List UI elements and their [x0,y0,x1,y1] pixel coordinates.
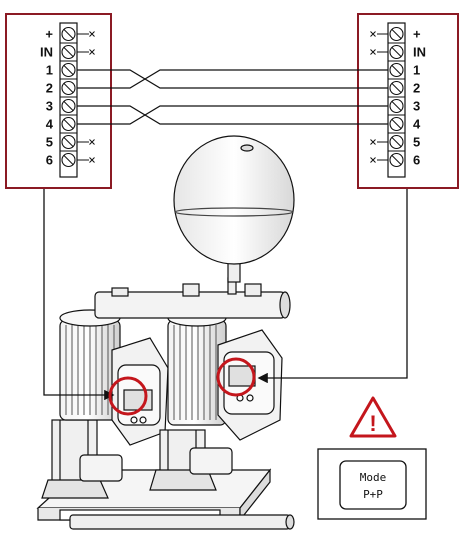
warning-triangle-icon [349,396,397,438]
screw-slot [391,83,402,93]
right-terminal-label: 1 [413,63,420,78]
screw-slot [63,47,74,57]
left-connection-line [43,188,115,401]
pump-right [149,309,283,491]
left-terminal-label: 2 [46,81,53,96]
screw-slot [63,119,74,129]
left-terminal-label: 6 [46,153,53,168]
left-terminal-label: IN [40,45,53,60]
left-terminal-4: 2 [46,81,77,98]
unused-mark-icon [89,49,95,55]
left-terminal-panel: + IN 1 2 3 4 5 6 [5,13,112,189]
right-terminal-label: 2 [413,81,420,96]
screw-slot [63,101,74,111]
display-mode-label: Mode [360,471,387,484]
right-controller-highlight [216,357,256,397]
left-terminal-label: 3 [46,99,53,114]
left-terminal-3: 1 [46,63,77,80]
display-mode-value: P+P [363,488,383,501]
left-terminal-label: 4 [46,117,54,132]
screw-slot [391,29,402,39]
left-terminal-1: + [45,27,95,44]
pump-system-illustration [36,135,295,530]
right-terminal-7: 5 [370,135,420,152]
unused-mark-icon [89,31,95,37]
left-panel-frame [5,13,112,189]
screw-slot [391,47,402,57]
left-terminal-5: 3 [46,99,77,116]
wire-4-to-3 [77,105,388,125]
display-screen [339,460,407,510]
mode-display-panel: Mode P+P [317,448,427,520]
unused-mark-icon [370,139,376,145]
wire-2-to-1 [77,69,388,89]
screw-slot [391,65,402,75]
right-terminal-label: 5 [413,135,420,150]
left-controller-highlight [108,376,148,416]
right-terminal-label: 6 [413,153,420,168]
left-terminal-7: 5 [46,135,95,152]
wire-1-to-2 [77,69,388,89]
right-connection-line [257,188,408,384]
unused-mark-icon [370,49,376,55]
right-terminal-1: + [370,27,421,44]
left-terminal-2: IN [40,45,95,62]
right-terminal-label: 4 [413,117,421,132]
right-terminal-4: 2 [388,81,420,98]
screw-slot [63,155,74,165]
right-terminal-6: 4 [388,117,421,134]
unused-mark-icon [89,139,95,145]
right-terminal-panel: + IN 1 2 3 4 5 6 [357,13,459,189]
left-terminal-6: 4 [46,117,77,134]
expansion-tank [173,135,295,283]
right-terminal-8: 6 [370,153,420,168]
right-terminal-5: 3 [388,99,420,116]
screw-slot [63,137,74,147]
warning-sign: ! [349,396,397,438]
warning-exclamation: ! [369,411,376,436]
discharge-manifold [94,277,291,319]
left-terminal-8: 6 [46,153,95,168]
right-terminal-3: 1 [388,63,420,80]
unused-mark-icon [370,31,376,37]
left-terminal-label: 5 [46,135,53,150]
screw-slot [63,65,74,75]
wire-3-to-4 [77,105,388,125]
left-terminal-label: 1 [46,63,53,78]
unused-mark-icon [370,157,376,163]
unused-mark-icon [89,157,95,163]
right-terminal-label: IN [413,45,426,60]
screw-slot [391,119,402,129]
screw-slot [63,29,74,39]
screw-slot [63,83,74,93]
right-terminal-label: 3 [413,99,420,114]
screw-slot [391,155,402,165]
right-terminal-label: + [413,27,421,42]
right-terminal-2: IN [370,45,426,62]
left-terminal-label: + [45,27,53,42]
screw-slot [391,101,402,111]
right-panel-frame [357,13,459,189]
cross-wires [77,69,388,125]
connection-lines [43,188,408,401]
screw-slot [391,137,402,147]
